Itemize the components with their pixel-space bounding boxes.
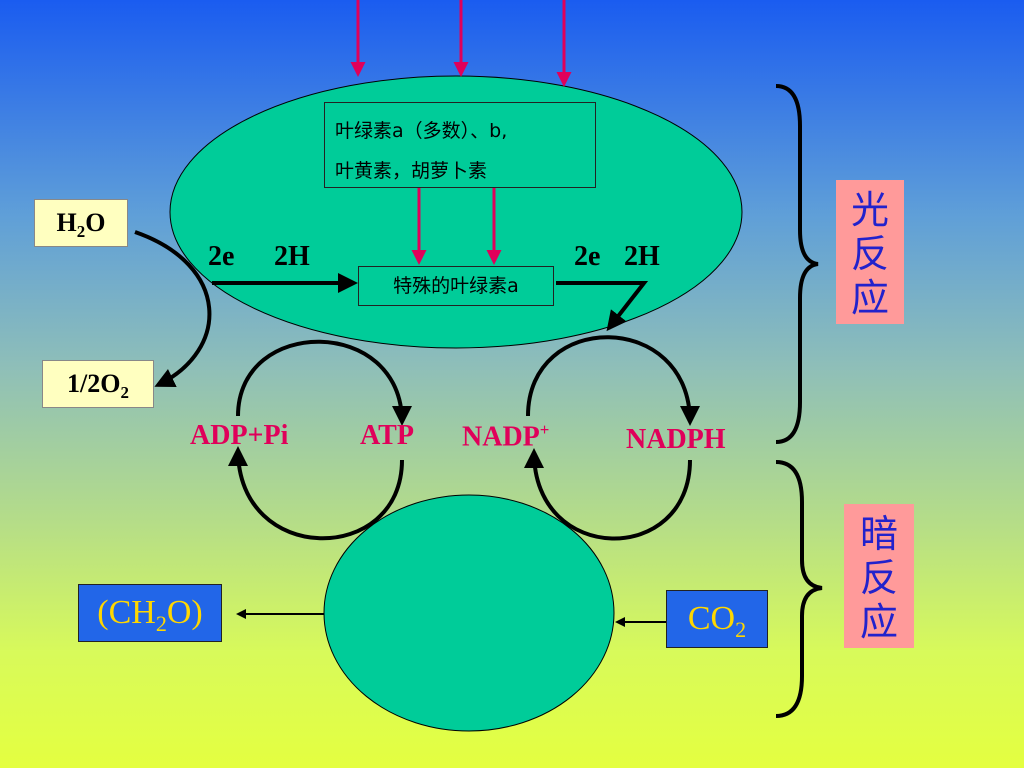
oxygen-box: 1/2O2 <box>42 360 154 408</box>
water-tail: O <box>85 208 106 237</box>
dark-reaction-brace <box>775 460 823 718</box>
nadph-label: NADPH <box>626 424 726 455</box>
water-base: H <box>56 208 77 237</box>
atp-forming-arc <box>236 339 412 426</box>
nadph-forming-arc <box>526 335 700 426</box>
oxygen-base: 1/2O <box>67 369 121 398</box>
pigment-line-1: 叶绿素a（多数）、b, <box>335 120 508 142</box>
oxygen-sub: 2 <box>120 383 129 403</box>
carbohydrate-open: (CH <box>97 594 156 631</box>
dark-reaction-char-2: 反 <box>859 556 898 600</box>
pigment-box: 叶绿素a（多数）、b, 叶黄素，胡萝卜素 <box>324 102 596 188</box>
carbohydrate-sub: 2 <box>155 610 167 636</box>
light-reaction-box: 光 反 应 <box>836 180 904 324</box>
electron-out-arrow <box>556 281 649 332</box>
light-reaction-brace <box>775 84 819 444</box>
nadp-return-arc <box>524 448 692 541</box>
left-hydrogen-label: 2H <box>274 241 310 272</box>
water-split-arrow <box>134 230 212 387</box>
co2-sub: 2 <box>735 616 747 642</box>
nadp-base: NADP <box>462 421 540 453</box>
carbohydrate-box: (CH2O) <box>78 584 222 642</box>
water-box: H2O <box>34 199 128 247</box>
light-reaction-char-1: 光 <box>850 188 889 232</box>
left-electrons-label: 2e <box>208 241 235 272</box>
stroma-ellipse <box>323 494 615 732</box>
dark-reaction-char-3: 应 <box>859 600 898 644</box>
dark-reaction-box: 暗 反 应 <box>844 504 914 648</box>
light-reaction-char-2: 反 <box>850 232 889 276</box>
co2-box: CO2 <box>666 590 768 648</box>
nadp-label: NADP+ <box>462 420 549 453</box>
right-hydrogen-label: 2H <box>624 241 660 272</box>
water-sub: 2 <box>76 222 86 242</box>
carbohydrate-close: O) <box>166 594 203 631</box>
light-reaction-char-3: 应 <box>850 276 889 320</box>
atp-label: ATP <box>360 420 414 451</box>
special-chlorophyll-box: 特殊的叶绿素a <box>358 266 554 306</box>
right-electrons-label: 2e <box>574 241 601 272</box>
adp-return-arc <box>228 446 404 541</box>
dark-reaction-char-1: 暗 <box>859 512 898 556</box>
co2-base: CO <box>687 600 736 637</box>
pigment-line-2: 叶黄素，胡萝卜素 <box>335 160 488 182</box>
adp-label: ADP+Pi <box>190 420 289 451</box>
nadp-sup: + <box>539 420 550 439</box>
